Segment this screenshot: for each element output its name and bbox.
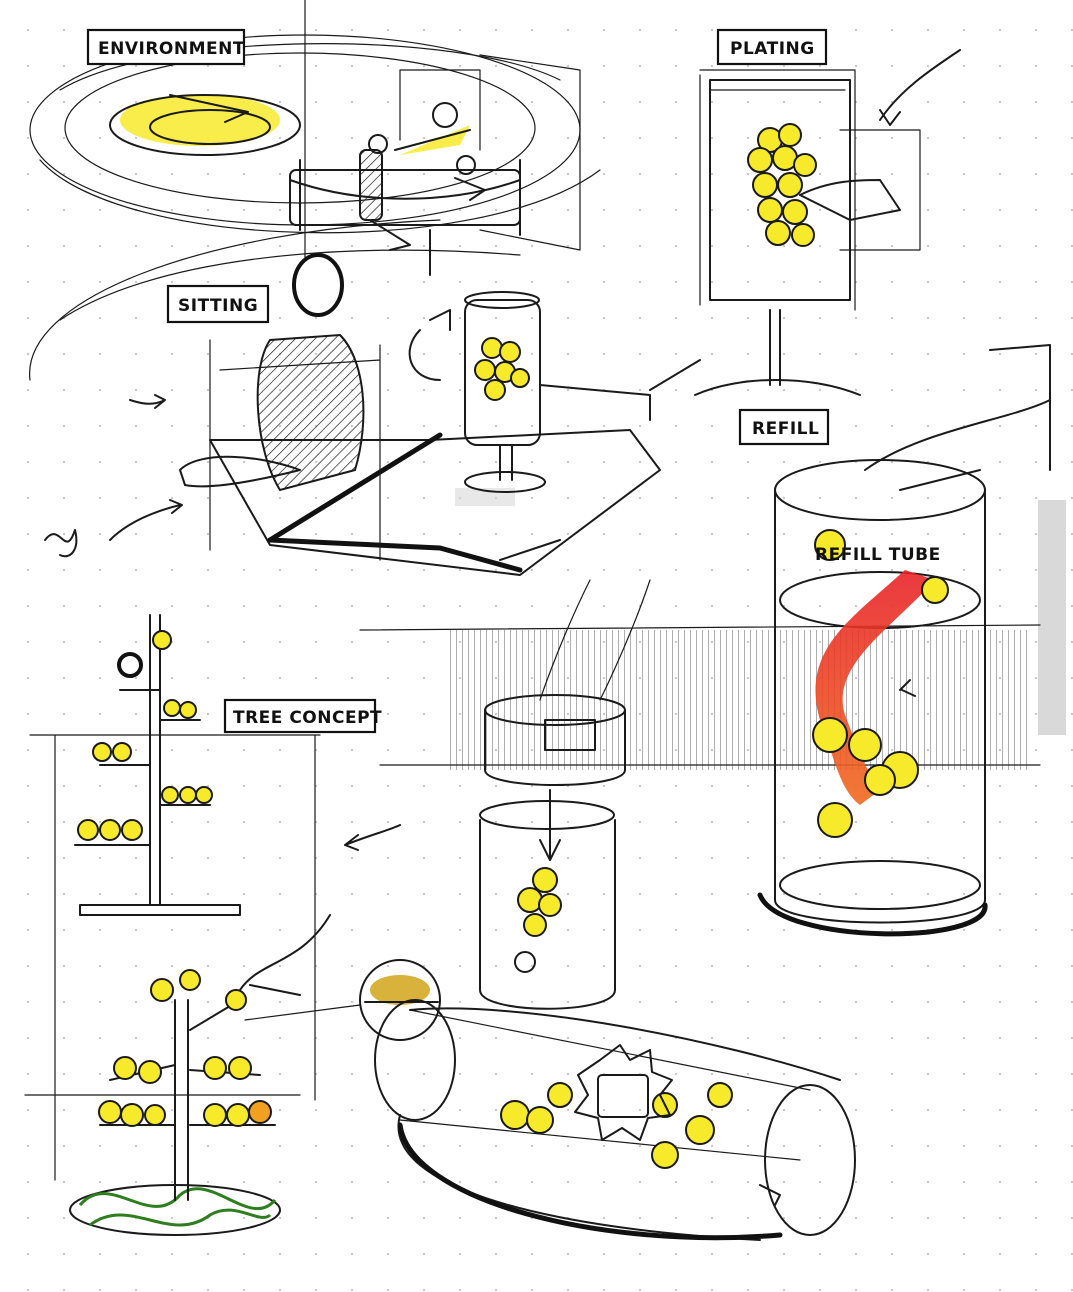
- refill-tube-sketch: REFILL TUBE: [359, 344, 1066, 937]
- sitting-label: SITTING: [166, 284, 270, 324]
- dispenser-balls: [517, 867, 562, 937]
- plating-sketch: [694, 49, 961, 396]
- tree-concept-3d: [24, 914, 441, 1236]
- tree-concept-label-text: TREE CONCEPT: [233, 708, 382, 728]
- sitting-sketch: [29, 219, 701, 576]
- refill-label: REFILL: [738, 408, 830, 446]
- sitting-label-text: SITTING: [178, 296, 258, 316]
- tree-concept-flat: [29, 614, 401, 1181]
- tree-concept-label: TREE CONCEPT: [223, 698, 382, 734]
- plating-balls: [747, 123, 817, 247]
- plating-label-text: PLATING: [730, 39, 815, 59]
- dispenser-sketch: [479, 539, 651, 1010]
- refill-tube-text: REFILL TUBE: [815, 545, 941, 565]
- refill-tube-balls: [812, 529, 949, 838]
- environment-label-text: ENVIRONMENT: [98, 39, 245, 59]
- environment-sketch: [29, 0, 601, 276]
- refill-label-text: REFILL: [752, 419, 819, 439]
- roller-drum-sketch: [374, 999, 856, 1241]
- plating-label: PLATING: [716, 28, 828, 66]
- sitting-jar-balls: [474, 337, 530, 401]
- signature-scribble: [44, 529, 78, 558]
- roller-drum-balls: [500, 1082, 733, 1169]
- environment-label: ENVIRONMENT: [86, 28, 246, 66]
